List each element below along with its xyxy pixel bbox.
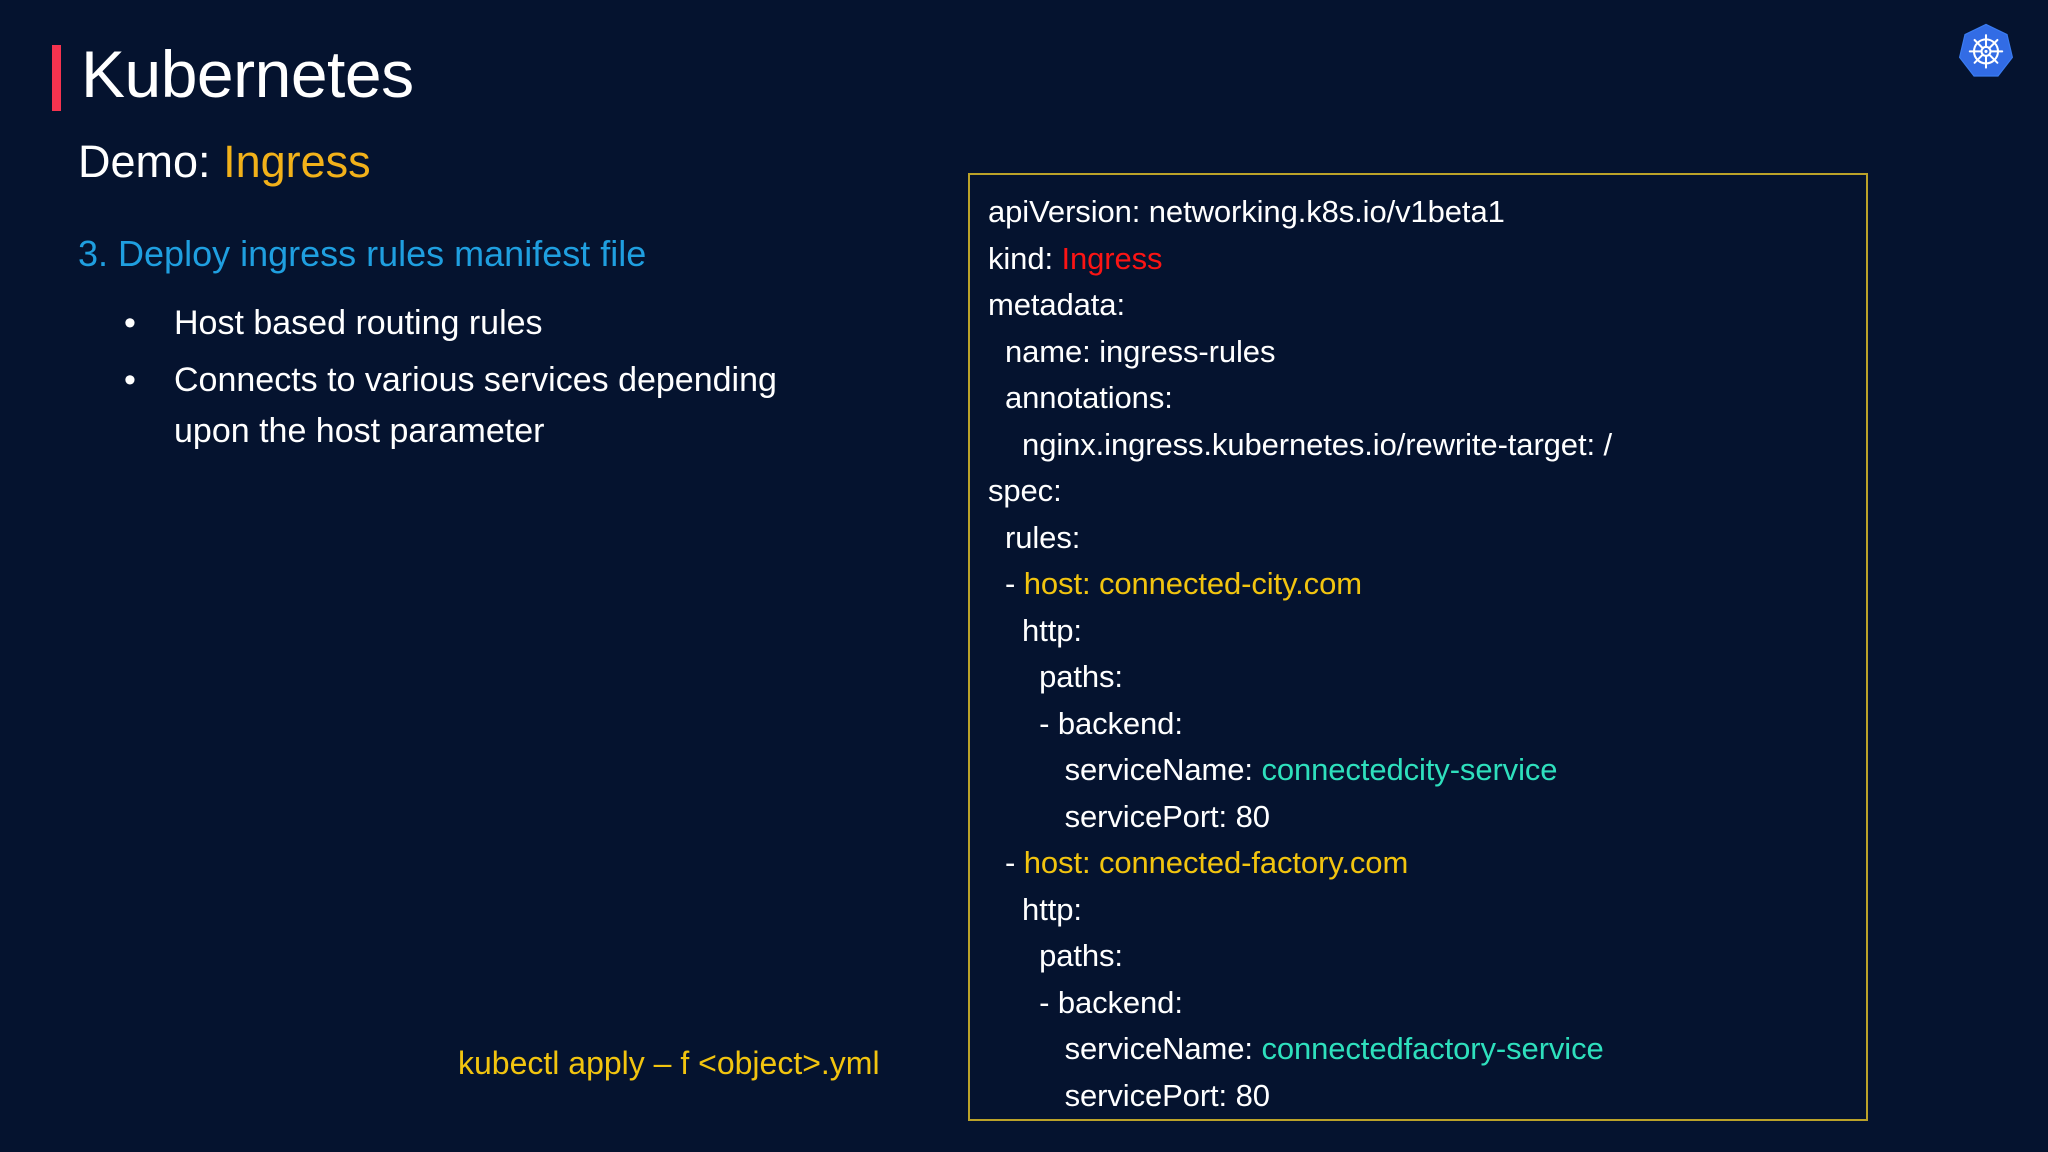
yaml-line: kind: Ingress [988, 236, 1866, 283]
subtitle-value: Ingress [223, 136, 371, 187]
yaml-line: name: ingress-rules [988, 329, 1866, 376]
yaml-line: - host: connected-city.com [988, 561, 1866, 608]
list-item-label: Connects to various services depending u… [174, 361, 777, 450]
yaml-line-value: connectedfactory-service [1261, 1031, 1604, 1066]
yaml-line: paths: [988, 933, 1866, 980]
yaml-line: - backend: [988, 701, 1866, 748]
yaml-line: annotations: [988, 375, 1866, 422]
bullet-dot-icon: • [124, 304, 136, 342]
yaml-line: paths: [988, 654, 1866, 701]
list-item: • Host based routing rules [112, 298, 892, 349]
yaml-line: nginx.ingress.kubernetes.io/rewrite-targ… [988, 422, 1866, 469]
yaml-line-key: metadata: [988, 287, 1125, 322]
yaml-line: metadata: [988, 282, 1866, 329]
step-heading: 3. Deploy ingress rules manifest file [78, 233, 647, 274]
title-row: Kubernetes [52, 36, 414, 112]
yaml-line-key: apiVersion: networking.k8s.io/v1beta1 [988, 194, 1505, 229]
yaml-line-key: - backend: [988, 705, 1183, 741]
yaml-line-key: serviceName: [988, 752, 1262, 787]
bullet-list: • Host based routing rules • Connects to va… [112, 298, 892, 463]
list-item: • Connects to various services depending … [112, 355, 892, 457]
yaml-line-key: name: ingress-rules [988, 333, 1276, 369]
yaml-manifest-panel: apiVersion: networking.k8s.io/v1beta1 kin… [968, 173, 1868, 1121]
yaml-line: - backend: [988, 980, 1866, 1027]
yaml-line: serviceName: connectedfactory-service [988, 1026, 1866, 1073]
yaml-line-key: - [988, 566, 1024, 601]
yaml-line: servicePort: 80 [988, 794, 1866, 841]
list-item-label: Host based routing rules [174, 304, 543, 342]
yaml-line-key: servicePort: 80 [988, 798, 1270, 834]
yaml-line-key: kind: [988, 240, 1062, 276]
yaml-line-key: paths: [988, 938, 1123, 973]
subtitle-label: Demo: [78, 136, 211, 187]
yaml-line-value: host: connected-factory.com [1023, 845, 1409, 880]
yaml-line: serviceName: connectedcity-service [988, 747, 1866, 794]
kubectl-command: kubectl apply – f <object>.yml [458, 1045, 880, 1081]
yaml-line-key: rules: [988, 519, 1081, 555]
yaml-line: spec: [988, 468, 1866, 515]
yaml-line-value: Ingress [1061, 240, 1163, 276]
yaml-line-key: - [988, 845, 1024, 880]
yaml-line: http: [988, 608, 1866, 655]
yaml-line-key: - backend: [988, 984, 1183, 1020]
yaml-line-key: spec: [988, 473, 1062, 508]
yaml-line-key: annotations: [988, 380, 1173, 415]
yaml-line-key: http: [988, 612, 1082, 648]
yaml-line-value: connectedcity-service [1261, 752, 1558, 787]
yaml-line-key: nginx.ingress.kubernetes.io/rewrite-targ… [988, 426, 1613, 462]
page-title: Kubernetes [81, 37, 414, 111]
title-accent-bar [52, 45, 61, 111]
yaml-line: servicePort: 80 [988, 1073, 1866, 1120]
subtitle: Demo: Ingress [78, 135, 371, 189]
yaml-line-key: servicePort: 80 [988, 1077, 1270, 1113]
bullet-dot-icon: • [124, 361, 136, 399]
kubernetes-logo [1956, 22, 2016, 82]
yaml-line-value: host: connected-city.com [1023, 566, 1362, 601]
yaml-line: - host: connected-factory.com [988, 840, 1866, 887]
yaml-line: rules: [988, 515, 1866, 562]
yaml-line: http: [988, 887, 1866, 934]
yaml-line-key: serviceName: [988, 1031, 1262, 1066]
yaml-line-key: http: [988, 891, 1082, 927]
yaml-line: apiVersion: networking.k8s.io/v1beta1 [988, 189, 1866, 236]
yaml-line-key: paths: [988, 659, 1123, 694]
